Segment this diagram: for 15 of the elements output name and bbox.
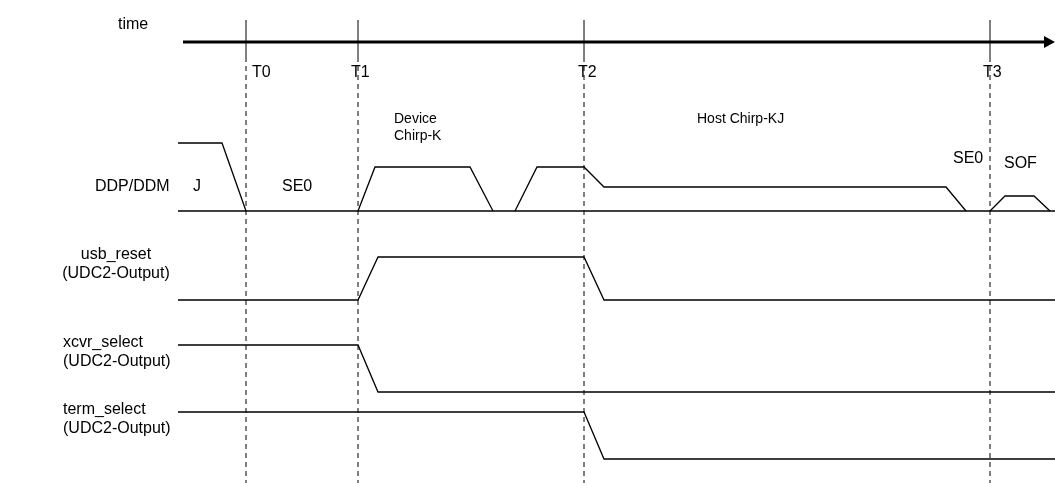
axis-label: time xyxy=(118,14,149,34)
state-label: Host Chirp-KJ xyxy=(697,110,786,127)
state-label: SOF xyxy=(1004,153,1037,173)
state-label: Device Chirp-K xyxy=(394,110,443,144)
state-label: SE0 xyxy=(953,148,984,168)
signal-name: usb_reset (UDC2-Output) xyxy=(61,244,171,283)
time-marker-label: T2 xyxy=(578,62,597,82)
state-label: J xyxy=(193,176,201,196)
signal-name: DDP/DDM xyxy=(95,176,170,196)
time-marker-label: T1 xyxy=(351,62,370,82)
time-marker-label: T3 xyxy=(983,62,1002,82)
state-label: SE0 xyxy=(282,176,313,196)
time-marker-label: T0 xyxy=(252,62,271,82)
signal-name: xcvr_select (UDC2-Output) xyxy=(63,332,172,371)
signal-name: term_select (UDC2-Output) xyxy=(63,399,172,438)
